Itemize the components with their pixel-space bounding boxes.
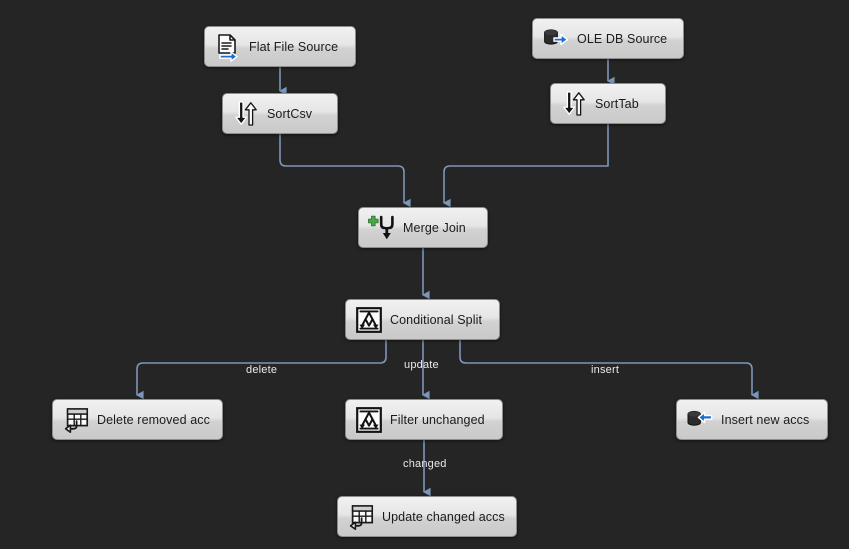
edge-label-insert: insert bbox=[591, 364, 620, 376]
node-label: SortCsv bbox=[267, 106, 313, 121]
conditional-split-icon bbox=[356, 406, 382, 433]
sort-icon bbox=[563, 90, 585, 116]
node-merge-join[interactable]: Merge Join bbox=[358, 207, 488, 248]
node-label: Update changed accs bbox=[382, 509, 505, 524]
node-sort-csv[interactable]: SortCsv bbox=[222, 93, 338, 134]
node-filter-unchanged[interactable]: Filter unchanged bbox=[345, 399, 503, 440]
ole-db-destination-icon bbox=[687, 410, 713, 426]
ole-db-command-icon bbox=[349, 504, 374, 530]
conditional-split-icon bbox=[356, 306, 382, 333]
node-label: Merge Join bbox=[403, 220, 466, 235]
node-insert-new-accs[interactable]: Insert new accs bbox=[676, 399, 828, 440]
edge-label-update: update bbox=[404, 359, 439, 371]
connector-sorttab-to-merge-join[interactable] bbox=[442, 124, 609, 208]
node-conditional-split[interactable]: Conditional Split bbox=[345, 299, 500, 340]
node-label: SortTab bbox=[595, 96, 639, 111]
node-label: Flat File Source bbox=[249, 39, 339, 54]
edge-label-changed: changed bbox=[403, 458, 447, 470]
node-flat-file-source[interactable]: Flat File Source bbox=[204, 26, 356, 67]
node-ole-db-source[interactable]: OLE DB Source bbox=[532, 18, 684, 59]
flat-file-source-icon bbox=[218, 33, 238, 62]
node-label: OLE DB Source bbox=[577, 31, 668, 46]
node-label: Insert new accs bbox=[721, 412, 810, 427]
node-update-changed-accs[interactable]: Update changed accs bbox=[337, 496, 517, 537]
connector-sortcsv-to-merge-join[interactable] bbox=[279, 134, 411, 208]
ole-db-source-icon bbox=[544, 28, 569, 45]
node-sort-tab[interactable]: SortTab bbox=[550, 83, 666, 124]
edge-label-delete: delete bbox=[246, 364, 278, 376]
node-label: Conditional Split bbox=[390, 312, 483, 327]
sort-icon bbox=[235, 100, 257, 126]
ole-db-command-icon bbox=[64, 407, 89, 433]
node-delete-removed-acc[interactable]: Delete removed acc bbox=[52, 399, 223, 440]
node-label: Delete removed acc bbox=[97, 412, 210, 427]
node-label: Filter unchanged bbox=[390, 412, 485, 427]
merge-join-icon bbox=[368, 215, 394, 239]
